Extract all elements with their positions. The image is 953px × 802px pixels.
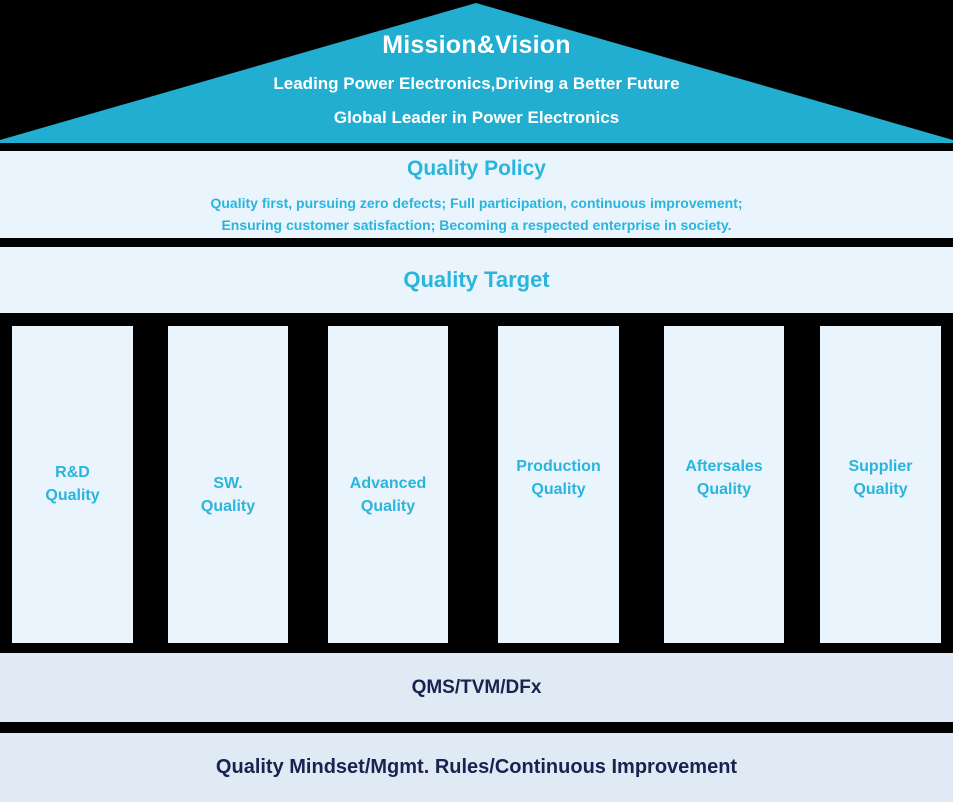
roof-triangle-shape — [0, 3, 953, 143]
roof-pediment: Mission&Vision Leading Power Electronics… — [0, 0, 953, 143]
pillar-label: R&D Quality — [45, 463, 100, 504]
quality-policy-line-1: Quality first, pursuing zero defects; Fu… — [210, 195, 743, 211]
quality-policy-title: Quality Policy — [407, 157, 546, 180]
pillar-label: Aftersales Quality — [685, 457, 763, 498]
quality-target-band: Quality Target — [0, 247, 953, 313]
quality-policy-band: Quality Policy Quality first, pursuing z… — [0, 151, 953, 238]
pillar-label: Supplier Quality — [848, 457, 913, 498]
quality-policy-text: Quality first, pursuing zero defects; Fu… — [210, 192, 742, 236]
foundation-bar-1-text: QMS/TVM/DFx — [411, 676, 542, 698]
pillar-rd-quality: R&D Quality — [12, 326, 133, 643]
quality-policy-line-2: Ensuring customer satisfaction; Becoming… — [221, 217, 732, 234]
pillar-label: SW. Quality — [200, 474, 256, 515]
foundation-bar-culture: Quality Mindset/Mgmt. Rules/Continuous I… — [0, 733, 953, 802]
foundation-bar-2-text: Quality Mindset/Mgmt. Rules/Continuous I… — [215, 756, 738, 778]
pillars-group: R&D Quality SW. Quality Advanced Quality… — [0, 326, 953, 643]
pillar-label: Advanced Quality — [349, 474, 427, 515]
pillar-aftersales-quality: Aftersales Quality — [664, 326, 784, 643]
pillar-label: Production Quality — [516, 457, 601, 498]
pillar-supplier-quality: Supplier Quality — [820, 326, 941, 643]
quality-target-title: Quality Target — [403, 267, 550, 292]
pillar-sw-quality: SW. Quality — [168, 326, 288, 643]
foundation-bar-qms: QMS/TVM/DFx — [0, 653, 953, 722]
pillar-production-quality: Production Quality — [498, 326, 619, 643]
pillar-advanced-quality: Advanced Quality — [328, 326, 448, 643]
